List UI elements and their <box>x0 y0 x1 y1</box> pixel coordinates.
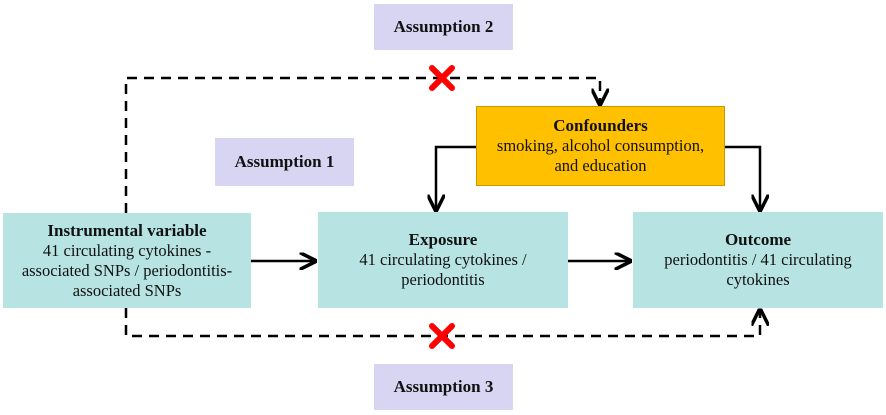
instrumental-variable-title: Instrumental variable <box>47 220 207 240</box>
confounders-line-2: and education <box>554 156 647 175</box>
assumption-2-text: Assumption 2 <box>393 17 494 36</box>
arrow-confounders-to-exposure <box>436 145 476 210</box>
assumption-2-label: Assumption 2 <box>374 4 513 50</box>
outcome-box: Outcome periodontitis / 41 circulating c… <box>633 212 883 308</box>
confounders-line-1: smoking, alcohol consumption, <box>496 136 705 155</box>
outcome-title: Outcome <box>724 230 792 249</box>
assumption-1-text: Assumption 1 <box>234 152 335 171</box>
instrumental-variable-line-3: associated SNPs <box>72 280 182 300</box>
arrow-confounders-to-outcome <box>725 145 760 210</box>
confounders-title: Confounders <box>553 116 648 135</box>
exposure-line-2: periodontitis <box>401 270 485 289</box>
instrumental-variable-line-2: associated SNPs / periodontitis- <box>21 260 233 280</box>
blocked-mark-assumption-3 <box>429 323 455 349</box>
exposure-title: Exposure <box>408 230 478 249</box>
assumption-1-label: Assumption 1 <box>215 138 354 186</box>
exposure-line-1: 41 circulating cytokines / <box>359 250 527 269</box>
outcome-line-1: periodontitis / 41 circulating <box>664 250 852 269</box>
instrumental-variable-line-1: 41 circulating cytokines - <box>42 240 212 260</box>
assumption-2-dashed-path <box>124 76 600 213</box>
assumption-3-text: Assumption 3 <box>393 377 494 396</box>
assumption-3-label: Assumption 3 <box>374 364 513 410</box>
exposure-box: Exposure 41 circulating cytokines / peri… <box>318 212 568 308</box>
blocked-mark-assumption-2 <box>429 65 455 91</box>
outcome-line-2: cytokines <box>726 270 790 289</box>
confounders-box: Confounders smoking, alcohol consumption… <box>476 106 725 186</box>
instrumental-variable-box: Instrumental variable 41 circulating cyt… <box>3 213 251 308</box>
